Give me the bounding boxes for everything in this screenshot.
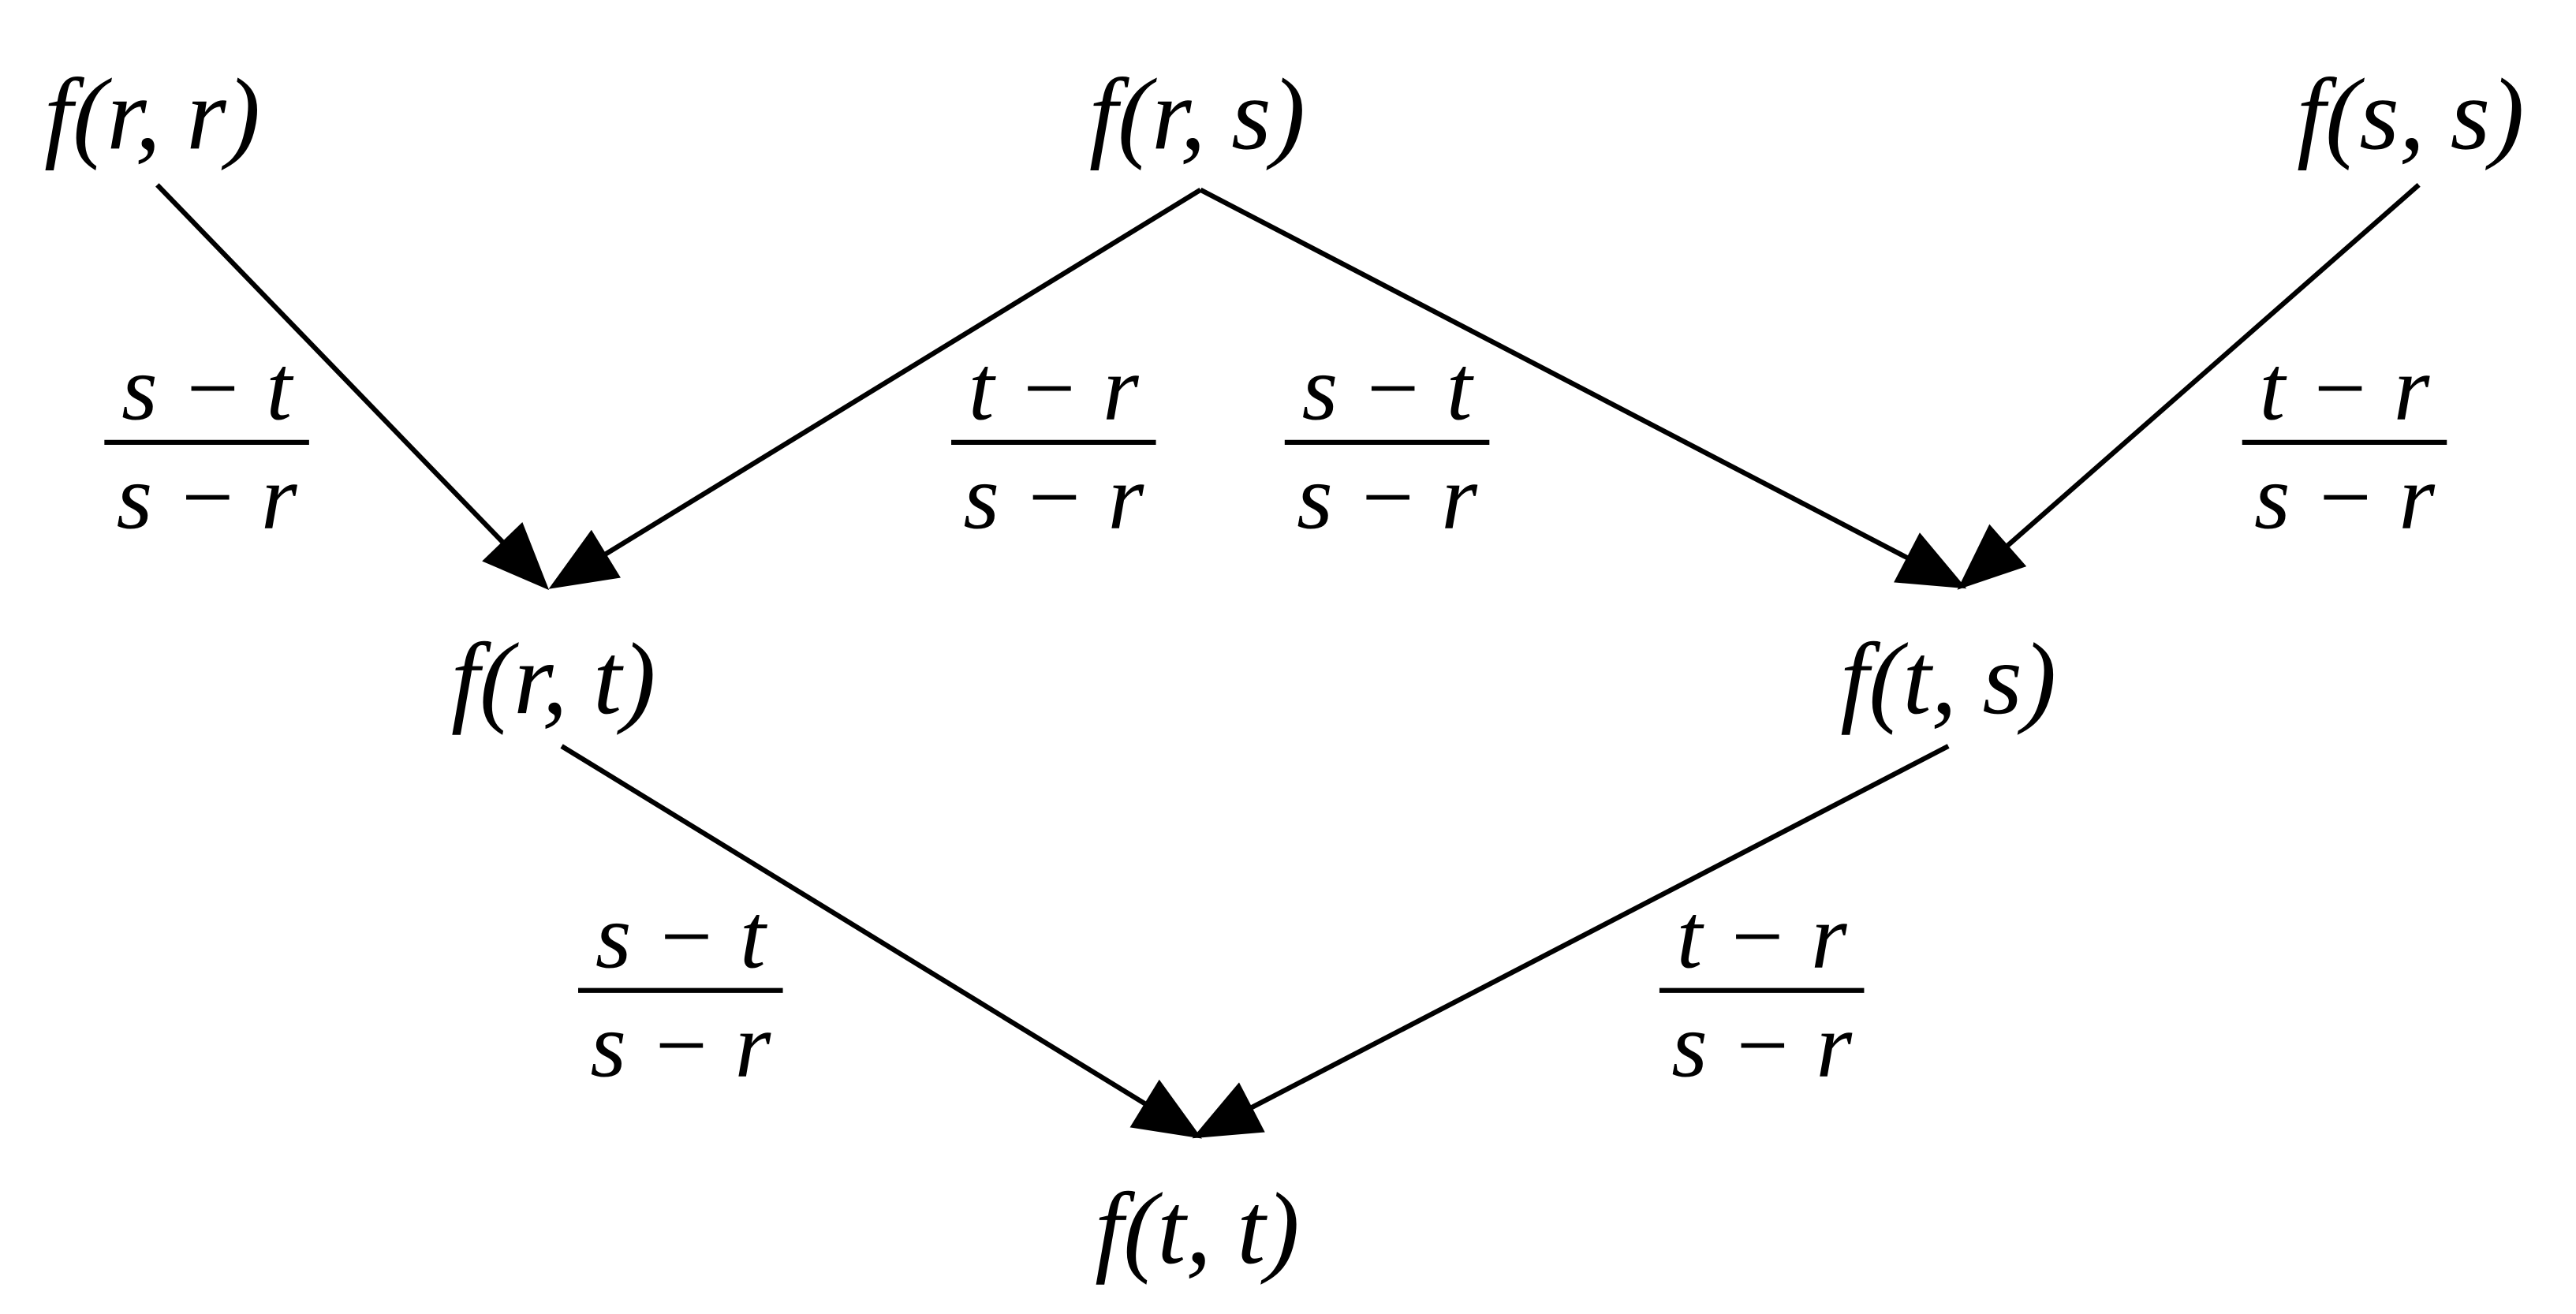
svg-text:f(t, s): f(t, s) bbox=[1840, 622, 2056, 736]
weight-ts-tt: t − r s − r bbox=[1659, 886, 1865, 1097]
node-f-r-s: f(r, s) bbox=[1089, 58, 1305, 171]
svg-text:s − r: s − r bbox=[2254, 447, 2435, 549]
svg-text:f(r, r): f(r, r) bbox=[44, 58, 260, 171]
edge-rs-rt bbox=[548, 188, 1202, 589]
edge-ss-ts bbox=[1957, 183, 2421, 590]
svg-text:s − t: s − t bbox=[1302, 338, 1474, 440]
svg-text:s − t: s − t bbox=[121, 338, 293, 440]
edge-rt-tt bbox=[560, 744, 1202, 1139]
node-f-t-t: f(t, t) bbox=[1095, 1172, 1299, 1286]
svg-text:s − r: s − r bbox=[117, 447, 297, 549]
svg-text:s − r: s − r bbox=[963, 447, 1144, 549]
svg-text:s − r: s − r bbox=[1297, 447, 1477, 549]
weight-ss-ts: t − r s − r bbox=[2242, 338, 2447, 549]
node-f-t-s: f(t, s) bbox=[1840, 622, 2056, 736]
weight-rr-rt: s − t s − r bbox=[104, 338, 309, 549]
svg-text:s − r: s − r bbox=[1671, 995, 1852, 1097]
svg-text:t − r: t − r bbox=[2260, 338, 2430, 440]
node-f-s-s: f(s, s) bbox=[2297, 58, 2524, 171]
weight-rt-tt: s − t s − r bbox=[578, 886, 783, 1097]
svg-text:f(r, s): f(r, s) bbox=[1089, 58, 1305, 171]
svg-text:f(s, s): f(s, s) bbox=[2297, 58, 2524, 171]
weight-rs-ts: s − t s − r bbox=[1284, 338, 1490, 549]
edge-rr-rt bbox=[155, 183, 550, 591]
edge-rs-ts bbox=[1199, 187, 1967, 589]
svg-text:s − r: s − r bbox=[590, 995, 771, 1097]
edge-ts-tt bbox=[1192, 744, 1950, 1139]
node-f-r-t: f(r, t) bbox=[451, 622, 656, 736]
svg-text:t − r: t − r bbox=[1677, 886, 1847, 987]
svg-text:t − r: t − r bbox=[969, 338, 1139, 440]
svg-text:s − t: s − t bbox=[595, 886, 767, 987]
weight-rs-rt: t − r s − r bbox=[951, 338, 1156, 549]
svg-text:f(t, t): f(t, t) bbox=[1095, 1172, 1299, 1286]
node-f-r-r: f(r, r) bbox=[44, 58, 260, 171]
svg-text:f(r, t): f(r, t) bbox=[451, 622, 656, 736]
